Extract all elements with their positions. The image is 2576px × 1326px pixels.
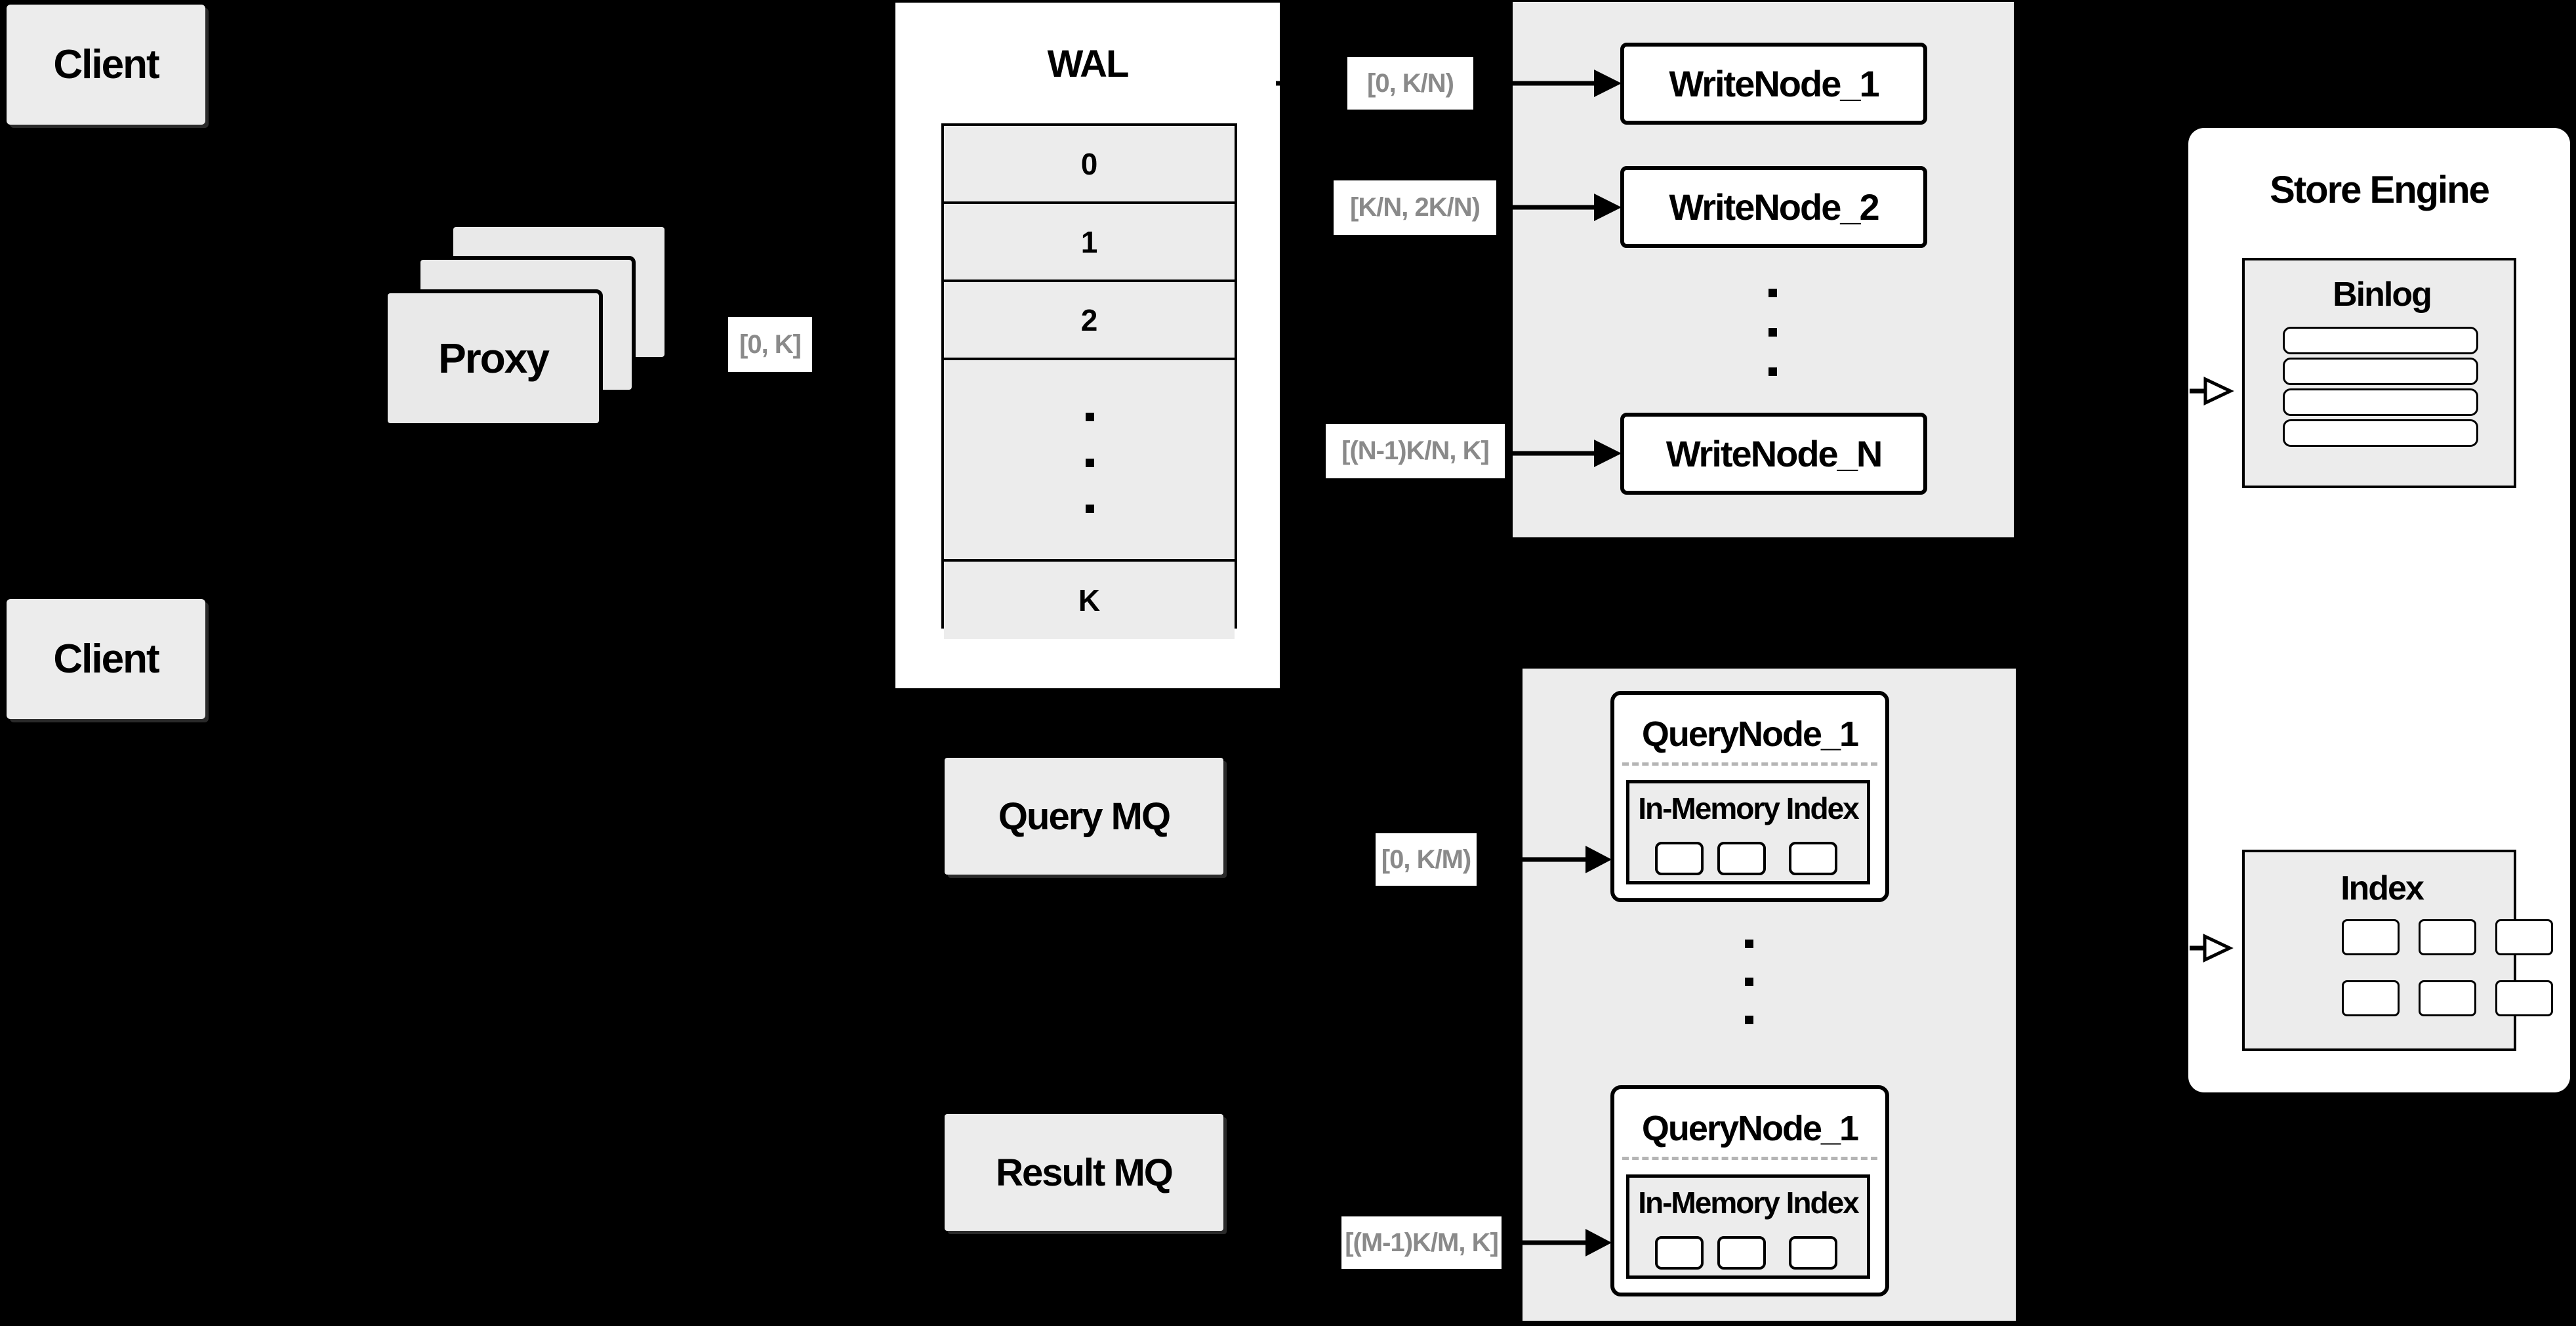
index-segment	[1789, 842, 1837, 875]
wal-row-ellipsis	[944, 358, 1235, 559]
binlog-segment	[2283, 358, 2478, 385]
index-segment	[2419, 919, 2476, 955]
store-engine-title: Store Engine	[2270, 168, 2490, 211]
binlog-title: Binlog	[2333, 276, 2432, 314]
index-segment	[1789, 1236, 1837, 1270]
client-box-bottom: Client	[7, 599, 205, 719]
wal-row-0: 0	[944, 126, 1235, 201]
querynode-top: QueryNode_1 In-Memory Index	[1610, 691, 1889, 902]
range-label-writenode-1: [0, K/N)	[1347, 57, 1473, 110]
querynode-top-title: QueryNode_1	[1641, 715, 1859, 754]
range-label-querynode-bottom: [(M-1)K/M, K]	[1341, 1216, 1502, 1269]
in-memory-index-bottom: In-Memory Index	[1626, 1174, 1870, 1279]
index-segment	[1655, 842, 1704, 875]
index-segment	[1655, 1236, 1704, 1270]
writenode-1: WriteNode_1	[1620, 43, 1927, 125]
binlog-segment	[2283, 388, 2478, 416]
client-box-top: Client	[7, 5, 205, 125]
range-label-querynode-top: [0, K/M)	[1376, 833, 1477, 886]
index-segment	[1717, 1236, 1766, 1270]
wal-panel: WAL 0 1 2 K	[895, 3, 1280, 688]
index-segment	[2495, 980, 2553, 1016]
wal-row-1: 1	[944, 201, 1235, 280]
in-memory-index-top-title: In-Memory Index	[1638, 791, 1860, 825]
range-label-writenode-n: [(N-1)K/N, K]	[1326, 424, 1505, 478]
index-title: Index	[2341, 869, 2424, 907]
writenode-n: WriteNode_N	[1620, 413, 1927, 495]
index-segment	[1717, 842, 1766, 875]
in-memory-index-bottom-title: In-Memory Index	[1638, 1186, 1860, 1220]
index-segment	[2495, 919, 2553, 955]
binlog-segment	[2283, 419, 2478, 447]
range-label-proxy-wal: [0, K]	[728, 317, 812, 372]
range-label-writenode-2: [K/N, 2K/N)	[1334, 180, 1496, 235]
index-segment	[2419, 980, 2476, 1016]
writenode-2: WriteNode_2	[1620, 166, 1927, 248]
in-memory-index-top: In-Memory Index	[1626, 780, 1870, 884]
wal-row-k: K	[944, 559, 1235, 639]
querynode-bottom: QueryNode_1 In-Memory Index	[1610, 1085, 1889, 1296]
query-mq-box: Query MQ	[945, 758, 1223, 875]
index-box: Index	[2242, 850, 2553, 1051]
wal-title: WAL	[1047, 42, 1130, 85]
store-engine-panel: Store Engine Binlog Index	[2188, 128, 2570, 1092]
divider	[1622, 762, 1877, 766]
querynode-bottom-title: QueryNode_1	[1641, 1109, 1859, 1148]
wal-row-2: 2	[944, 280, 1235, 358]
proxy-box: Proxy	[384, 289, 603, 427]
index-segment	[2342, 919, 2400, 955]
binlog-box: Binlog	[2242, 258, 2516, 488]
wal-log-table: 0 1 2 K	[941, 123, 1237, 639]
index-segment	[2342, 980, 2400, 1016]
binlog-segment	[2283, 327, 2478, 354]
divider	[1622, 1157, 1877, 1160]
result-mq-box: Result MQ	[945, 1114, 1223, 1231]
